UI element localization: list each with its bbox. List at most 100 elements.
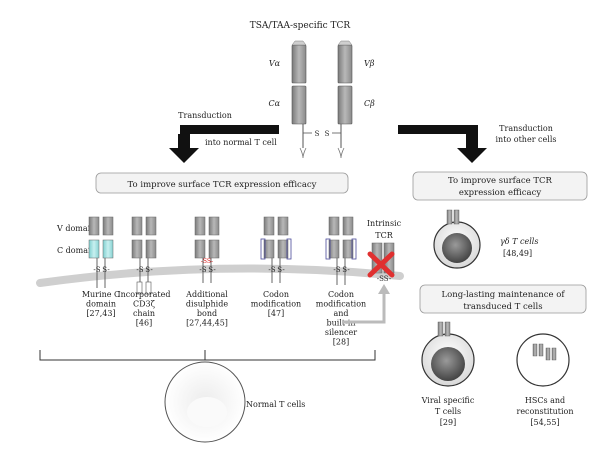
strategy-label-line: [27,44,45] bbox=[186, 319, 228, 328]
strategy-label-line: modification bbox=[316, 300, 366, 309]
c-beta-domain bbox=[337, 85, 353, 125]
s-left-label: -S bbox=[93, 266, 100, 274]
hsc-line-1: HSCs and bbox=[525, 396, 565, 405]
c-domain-right bbox=[145, 239, 157, 259]
c-domain-right bbox=[208, 239, 220, 259]
v-domain-left bbox=[263, 216, 275, 236]
strategy-label-line: Codon bbox=[328, 290, 354, 299]
codon-mark-right bbox=[286, 238, 292, 260]
strategy-label-line: domain bbox=[86, 300, 116, 309]
intrinsic-tcr: Intrinsic TCR -SS- bbox=[342, 219, 402, 324]
left-arrow bbox=[169, 125, 279, 163]
v-domain-left bbox=[131, 216, 143, 236]
v-beta-domain bbox=[337, 44, 353, 84]
transduction-right-2: into other cells bbox=[495, 135, 556, 144]
viral-line-1: Viral specific bbox=[421, 396, 475, 405]
c-domain-label: C domain bbox=[57, 246, 96, 255]
c-domain-right bbox=[102, 239, 114, 259]
gd-t-cell: γδ T cells [48,49] bbox=[433, 209, 538, 269]
normal-t-cell-bracket bbox=[39, 350, 376, 361]
silencer-arrow bbox=[342, 292, 386, 324]
normal-t-cell bbox=[164, 361, 246, 443]
v-domain-right bbox=[342, 216, 354, 236]
strategy-label-line: disulphide bbox=[186, 300, 228, 309]
c-domain-left bbox=[328, 239, 340, 259]
hsc-cell: HSCs and reconstitution [54,55] bbox=[516, 333, 574, 427]
c-domain-left bbox=[88, 239, 100, 259]
transduction-right-1: Transduction bbox=[499, 124, 553, 133]
gd-label: γδ T cells bbox=[500, 237, 538, 246]
v-domain-label: V domain bbox=[56, 224, 95, 233]
v-alpha-domain bbox=[291, 44, 307, 84]
strategy-label-line: Codon bbox=[263, 290, 289, 299]
codon-mark-left bbox=[325, 238, 331, 260]
left-strategy-box: To improve surface TCR expression effica… bbox=[95, 172, 349, 194]
s-left-label: -S bbox=[199, 266, 206, 274]
cell-membrane bbox=[36, 264, 404, 287]
viral-line-2: T cells bbox=[435, 407, 461, 416]
v-beta-label: Vβ bbox=[364, 59, 375, 68]
strategy-label-line: CD3ζ bbox=[133, 300, 156, 309]
strategy-label-line: built-in bbox=[326, 319, 355, 328]
hsc-line-3: [54,55] bbox=[530, 418, 559, 427]
strategy-label-line: Murine C bbox=[82, 290, 120, 299]
right-arrow bbox=[398, 125, 487, 163]
right-box-1: To improve surface TCR expression effica… bbox=[412, 171, 588, 201]
extra-ss-bond: -SS- bbox=[201, 258, 213, 265]
s-left-label: -S bbox=[268, 266, 275, 274]
strategy-label-line: Additional bbox=[185, 290, 228, 299]
c-domain-right bbox=[277, 239, 289, 259]
s-right-label: S- bbox=[342, 266, 350, 274]
v-domain-right bbox=[145, 216, 157, 236]
s-right-label: S- bbox=[277, 266, 285, 274]
c-domain-right bbox=[342, 239, 354, 259]
right-box-1-line-1: To improve surface TCR bbox=[448, 176, 553, 186]
codon-mark-right bbox=[351, 238, 357, 260]
viral-line-3: [29] bbox=[440, 418, 456, 427]
c-beta-label: Cβ bbox=[364, 99, 375, 108]
strategy-label-line: [46] bbox=[136, 319, 152, 328]
s-right: S bbox=[325, 130, 330, 138]
cd3z-tail-right bbox=[145, 281, 152, 295]
strategy-label-line: chain bbox=[133, 309, 155, 318]
c-alpha-label: Cα bbox=[268, 99, 280, 108]
right-box-2-line-2: transduced T cells bbox=[463, 302, 542, 312]
c-domain-left bbox=[263, 239, 275, 259]
v-domain-right bbox=[208, 216, 220, 236]
blocked-x-icon bbox=[367, 251, 395, 278]
right-box-2: Long-lasting maintenance of transduced T… bbox=[419, 284, 587, 314]
c-domain-left bbox=[131, 239, 143, 259]
top-title: TSA/TAA-specific TCR bbox=[250, 21, 351, 31]
c-alpha-domain bbox=[291, 85, 307, 125]
v-domain-left bbox=[88, 216, 100, 236]
intrinsic-label-2: TCR bbox=[375, 231, 393, 240]
right-box-1-line-2: expression efficacy bbox=[459, 188, 541, 198]
s-right-label: S- bbox=[102, 266, 110, 274]
top-tcr: TSA/TAA-specific TCR Vα Vβ Cα Cβ S S bbox=[250, 21, 375, 159]
transduction-left-2: into normal T cell bbox=[205, 138, 277, 147]
viral-specific-t-cell: Viral specific T cells [29] bbox=[421, 321, 475, 427]
s-left: S bbox=[315, 130, 320, 138]
transduction-left-1: Transduction bbox=[178, 111, 232, 120]
strategy-label-line: [47] bbox=[268, 309, 284, 318]
hsc-line-2: reconstitution bbox=[517, 407, 574, 416]
c-domain-left bbox=[194, 239, 206, 259]
strategy-label-line: Incorporated bbox=[117, 290, 170, 299]
v-domain-left bbox=[328, 216, 340, 236]
strategy-label-line: [27,43] bbox=[86, 309, 115, 318]
v-domain-right bbox=[277, 216, 289, 236]
gd-ref: [48,49] bbox=[503, 249, 532, 258]
strategy-label-line: silencer bbox=[325, 328, 357, 337]
v-domain-left bbox=[194, 216, 206, 236]
s-right-label: S- bbox=[208, 266, 216, 274]
strategy-label-line: bond bbox=[197, 309, 217, 318]
strategy-label-line: and bbox=[333, 309, 348, 318]
